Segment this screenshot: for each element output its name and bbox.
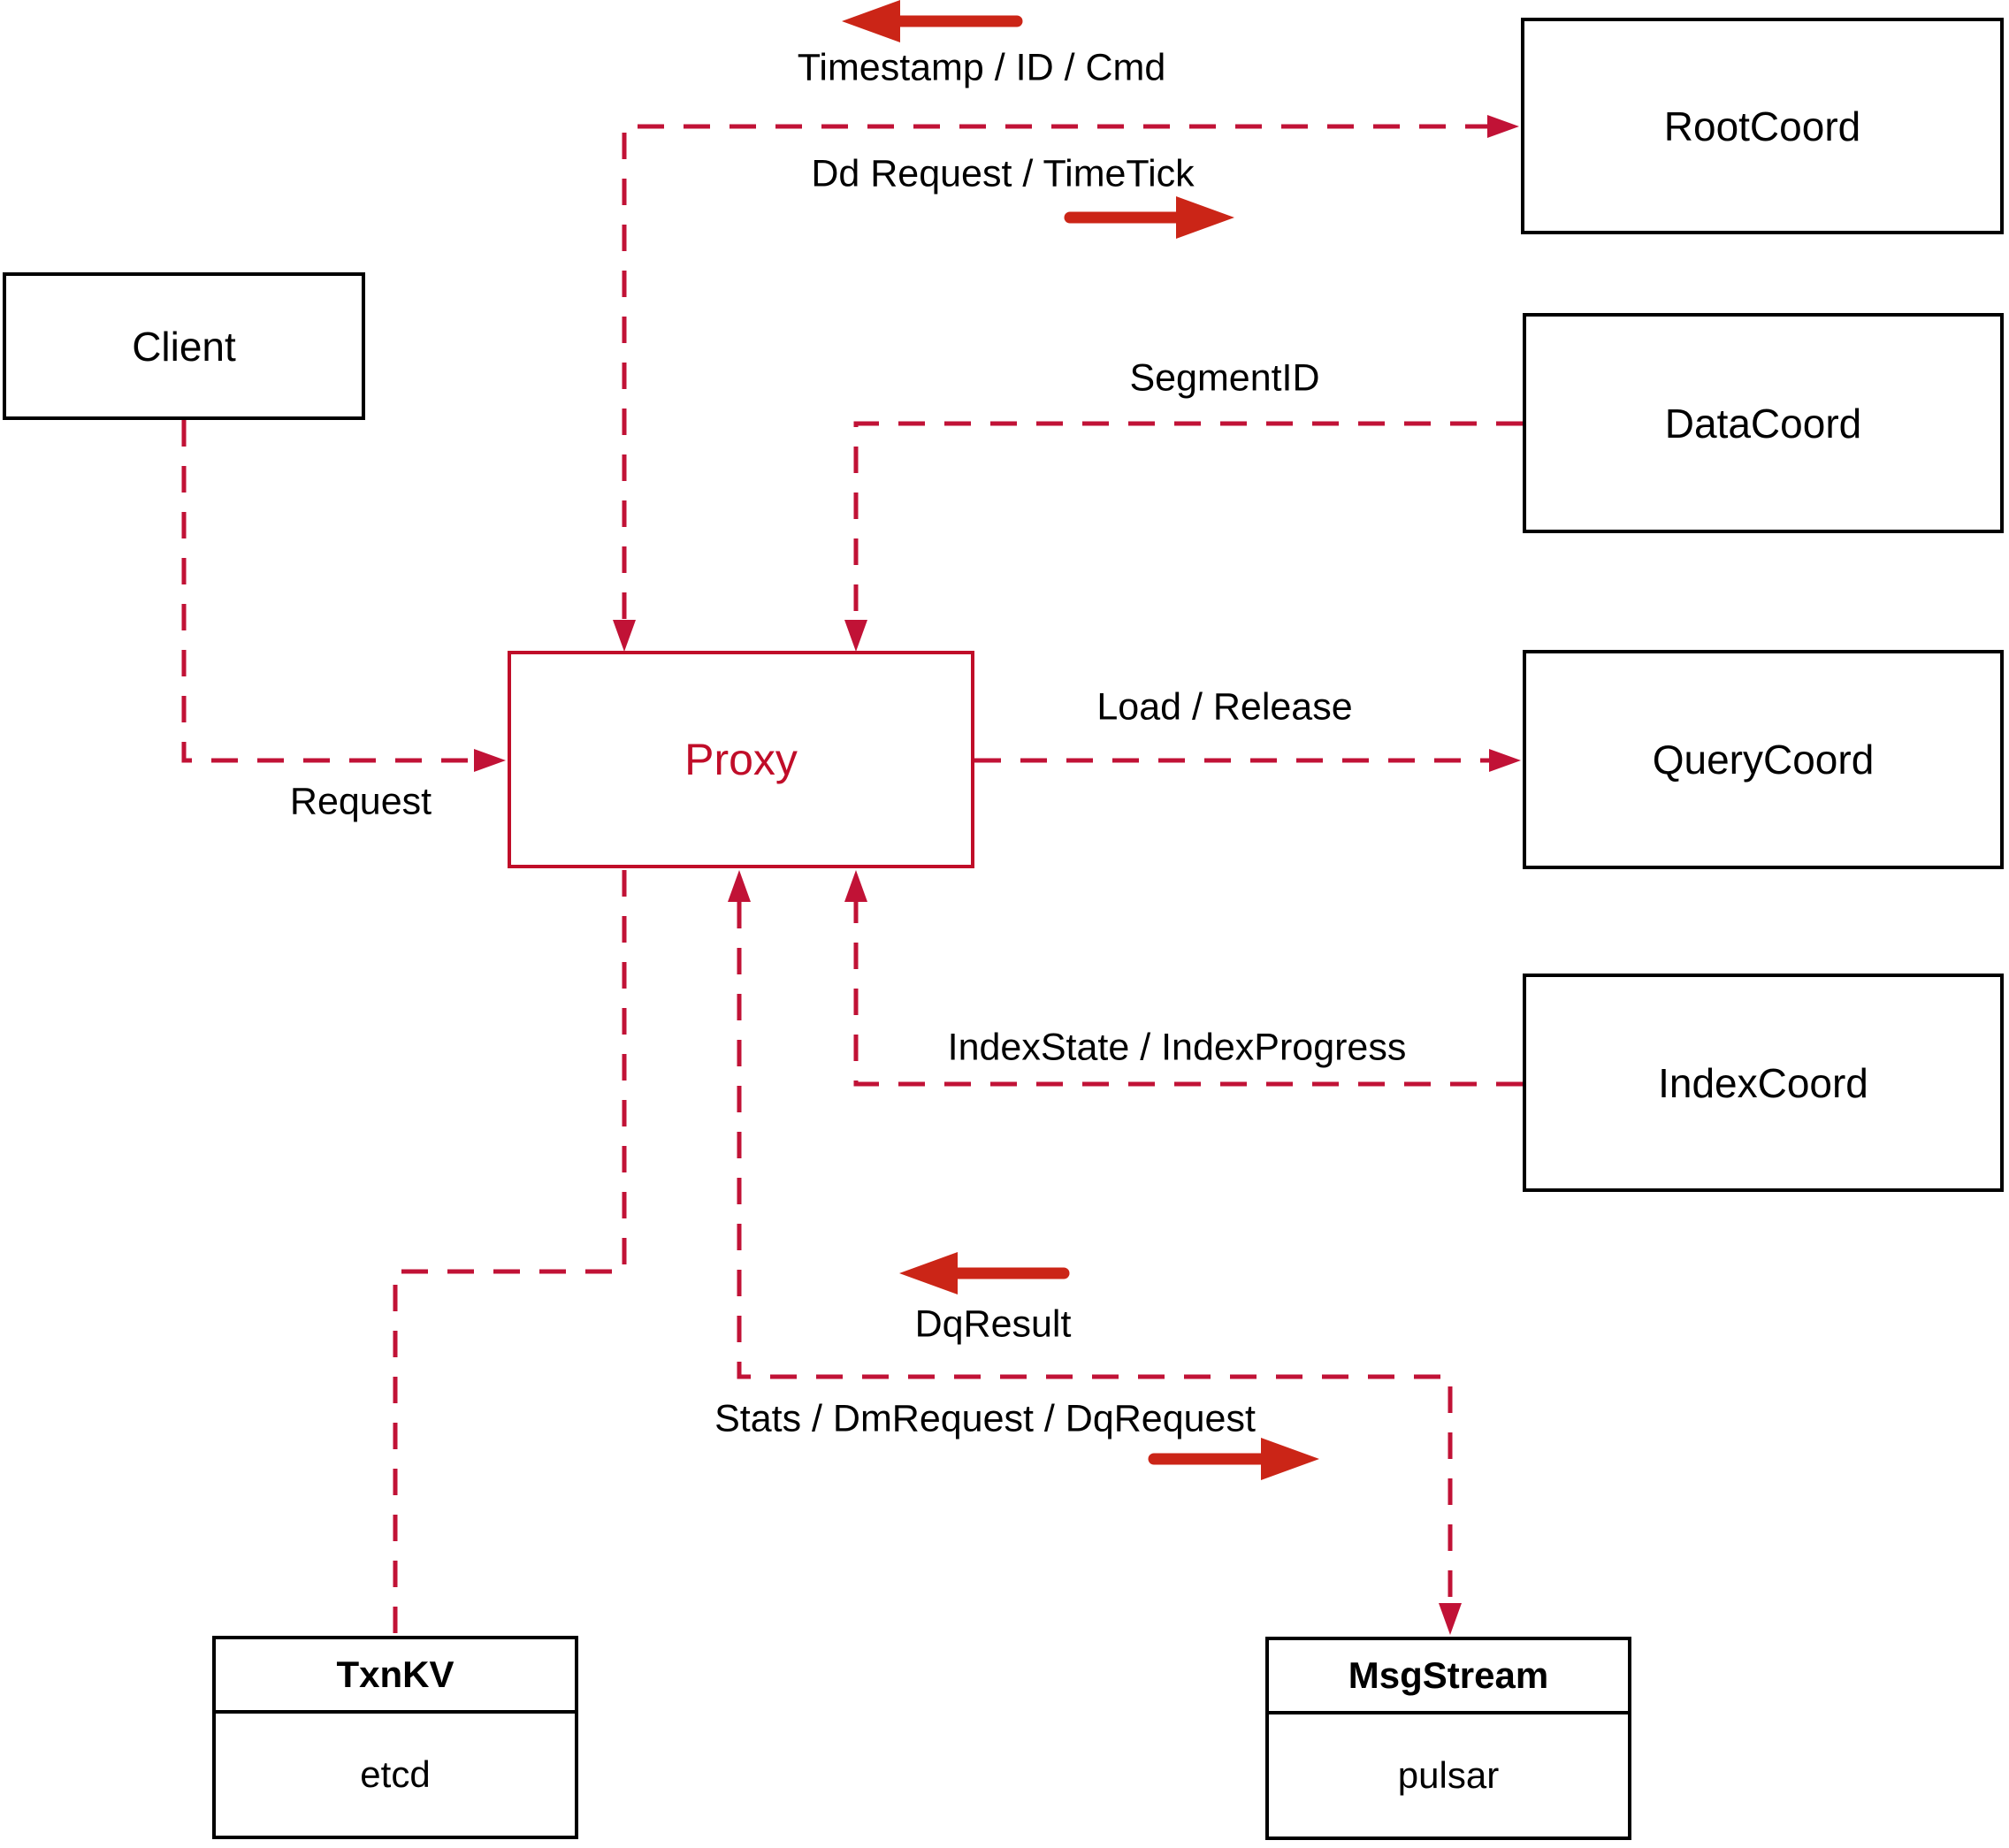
edge-label-load-release: Load / Release — [1096, 685, 1353, 729]
edge-indexcoord-proxy — [844, 870, 1523, 1087]
txnkv-body: etcd — [360, 1753, 431, 1795]
txnkv-header: TxnKV — [216, 1639, 575, 1714]
txnkv-table: TxnKV etcd — [212, 1636, 578, 1839]
proxy-box: Proxy — [508, 651, 974, 868]
edge-proxy-msgstream — [728, 870, 1462, 1635]
edge-label-request: Request — [289, 780, 432, 823]
edge-proxy-querycoord — [974, 749, 1521, 772]
edge-label-dq-result: DqResult — [914, 1302, 1072, 1346]
arrow-right-icon — [1148, 1438, 1319, 1480]
client-box: Client — [3, 272, 365, 420]
edge-datacoord-proxy — [844, 421, 1523, 652]
msgstream-table: MsgStream pulsar — [1265, 1637, 1631, 1840]
querycoord-box: QueryCoord — [1523, 650, 2004, 869]
indexcoord-box: IndexCoord — [1523, 974, 2004, 1192]
msgstream-body: pulsar — [1397, 1754, 1500, 1796]
arrow-left-icon — [899, 1252, 1070, 1294]
rootcoord-box: RootCoord — [1521, 18, 2004, 234]
msgstream-header: MsgStream — [1269, 1640, 1628, 1714]
edge-proxy-txnkv — [393, 870, 627, 1634]
datacoord-box: DataCoord — [1523, 313, 2004, 533]
edge-label-stats-dm-dq: Stats / DmRequest / DqRequest — [714, 1397, 1256, 1440]
edge-client-proxy — [181, 420, 506, 772]
edge-label-dd-request-timetick: Dd Request / TimeTick — [811, 152, 1195, 195]
edge-label-segment-id: SegmentID — [1129, 356, 1320, 400]
edge-label-index-state: IndexState / IndexProgress — [947, 1026, 1407, 1069]
edge-proxy-rootcoord — [613, 115, 1519, 652]
arrow-left-icon — [842, 0, 1023, 42]
arrow-right-icon — [1064, 196, 1234, 239]
edge-label-timestamp-id-cmd: Timestamp / ID / Cmd — [797, 46, 1166, 89]
